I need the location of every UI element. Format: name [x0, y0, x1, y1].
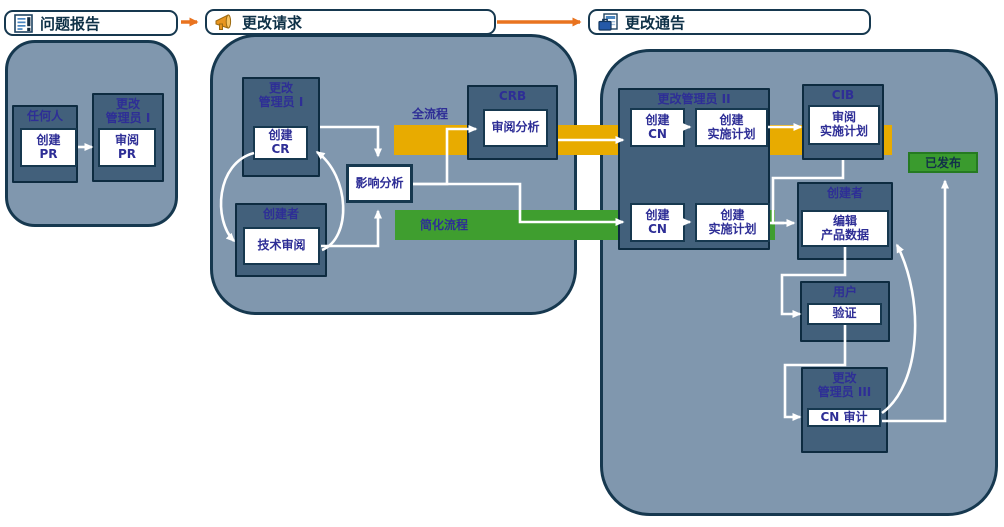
- header-change-notice-label: 更改通告: [625, 13, 686, 32]
- action-review-analysis: 审阅分析: [483, 109, 548, 147]
- simplified-process-label: 简化流程: [419, 218, 468, 232]
- released-state-box: 已发布: [908, 152, 978, 173]
- action-review-plan: 审阅 实施计划: [808, 105, 880, 145]
- problem-report-icon: [14, 13, 33, 33]
- megaphone-icon: [215, 12, 235, 32]
- action-create-cn-full: 创建 CN: [630, 108, 685, 147]
- action-impact-analysis: 影响分析: [346, 164, 413, 203]
- action-create-cn-simple: 创建 CN: [630, 203, 685, 242]
- header-change-request: 更改请求: [205, 9, 496, 35]
- action-create-cr: 创建 CR: [253, 126, 308, 160]
- briefcase-document-icon: [598, 12, 618, 32]
- action-create-plan-full: 创建 实施计划: [695, 108, 768, 147]
- header-problem-report-label: 问题报告: [40, 14, 101, 33]
- header-change-notice: 更改通告: [588, 9, 871, 35]
- header-change-request-label: 更改请求: [242, 13, 303, 32]
- action-edit-product-data: 编辑 产品数据: [801, 210, 889, 247]
- action-validate: 验证: [807, 303, 882, 325]
- action-cn-audit: CN 审计: [807, 408, 881, 427]
- header-problem-report: 问题报告: [4, 10, 178, 36]
- action-review-pr: 审阅 PR: [98, 128, 156, 167]
- full-process-label: 全流程: [411, 107, 448, 121]
- action-tech-review: 技术审阅: [243, 227, 320, 265]
- action-create-pr: 创建 PR: [20, 128, 77, 167]
- action-create-plan-simple: 创建 实施计划: [695, 203, 770, 242]
